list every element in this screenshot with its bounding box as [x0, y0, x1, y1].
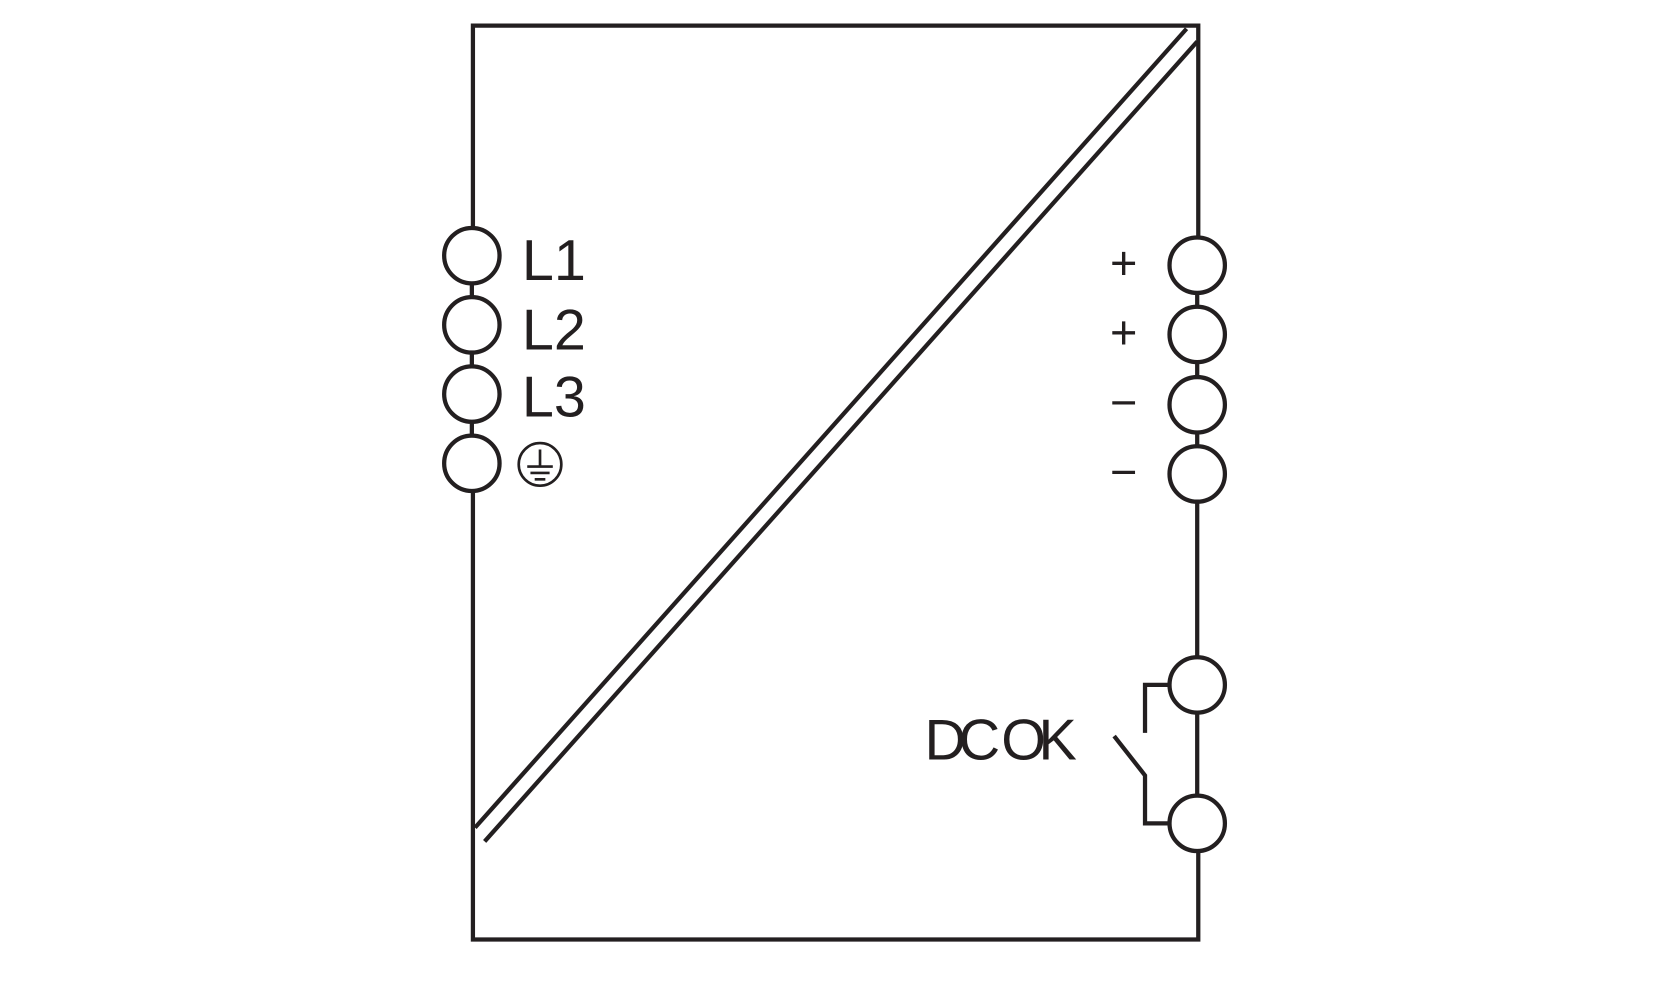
label-L1: L1 — [522, 229, 586, 293]
terminal-plus-1 — [1167, 235, 1228, 296]
label-dc-ok: DC OK — [925, 708, 1077, 772]
label-minus-1: − — [1110, 377, 1137, 429]
terminal-dcok-1 — [1167, 655, 1228, 715]
relay-contact-icon — [1112, 682, 1170, 826]
label-plus-1: + — [1110, 237, 1137, 289]
label-minus-2: − — [1110, 446, 1137, 498]
label-plus-2: + — [1110, 306, 1137, 358]
terminal-L2 — [442, 295, 502, 355]
label-L2: L2 — [522, 298, 586, 362]
diagonal-1 — [473, 27, 1189, 830]
diagonal-2 — [483, 40, 1199, 843]
enclosure-left-top — [470, 23, 1201, 237]
terminal-minus-2 — [1167, 444, 1228, 504]
terminal-L3 — [442, 364, 502, 424]
label-L3: L3 — [522, 365, 586, 429]
terminal-PE — [442, 433, 502, 494]
terminal-dcok-2 — [1167, 793, 1228, 854]
ground-icon — [517, 441, 563, 488]
terminal-plus-2 — [1167, 304, 1228, 365]
terminal-minus-1 — [1167, 374, 1228, 435]
enclosure-left-bottom — [470, 491, 1201, 942]
terminal-L1 — [442, 225, 502, 286]
